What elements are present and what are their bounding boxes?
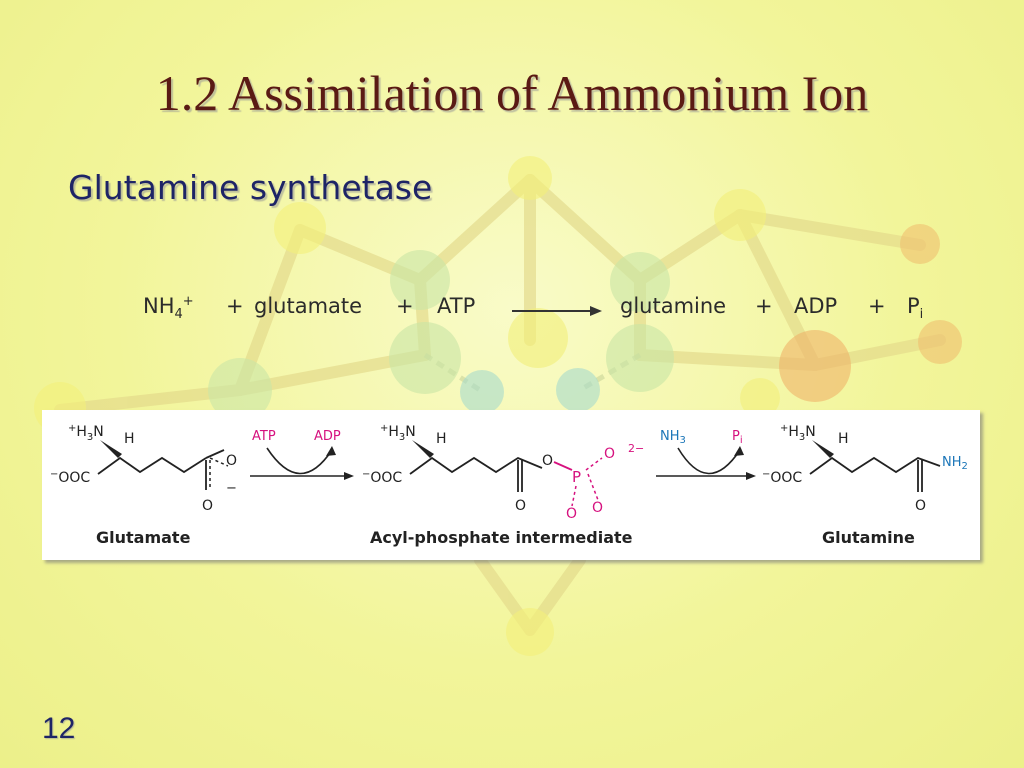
- slide-subtitle: Glutamine synthetase: [68, 168, 433, 207]
- oxygen-label: O: [542, 453, 553, 469]
- oxygen-label: O: [226, 453, 237, 469]
- step1-arrow: ATP ADP: [250, 429, 354, 480]
- h-label: H: [838, 431, 849, 447]
- plus-sign: +: [226, 294, 244, 318]
- ammonia-label: NH3: [660, 429, 686, 446]
- caption-glutamine: Glutamine: [822, 528, 915, 547]
- caption-glutamate: Glutamate: [96, 528, 191, 547]
- co-bond: [205, 449, 225, 459]
- amine-label: +H3N: [68, 423, 104, 443]
- carbon-chain: [409, 456, 543, 475]
- charge-label: 2−: [628, 442, 644, 455]
- charge-label: −: [226, 481, 237, 496]
- wedge-bond: [812, 440, 834, 458]
- oxygen-label: O: [515, 498, 526, 514]
- plus-sign: +: [755, 294, 773, 318]
- atp-label: ATP: [252, 429, 276, 444]
- glutamine-structure: +H3N H −OOC O NH2: [762, 423, 968, 514]
- caption-acyl-phosphate: Acyl-phosphate intermediate: [370, 528, 633, 547]
- reaction-scheme-diagram: +H3N H −OOC O − O ATP ADP +H3N H: [50, 423, 968, 522]
- adp-label: ADP: [314, 429, 341, 444]
- amine-label: +H3N: [780, 423, 816, 443]
- carboxylate-label: −OOC: [362, 469, 402, 486]
- glutamine-term: glutamine: [620, 294, 727, 318]
- ammonium-term: NH4+: [143, 294, 194, 323]
- reaction-arrow: [512, 306, 602, 316]
- carboxylate-label: −OOC: [762, 469, 802, 486]
- carbon-chain: [97, 456, 207, 475]
- plus-sign: +: [868, 294, 886, 318]
- phosphorus-label: P: [572, 468, 581, 486]
- wedge-bond: [412, 440, 434, 458]
- oxygen-label: O: [566, 506, 577, 522]
- plus-sign: +: [396, 294, 414, 318]
- acyl-phosphate-structure: +H3N H −OOC O O P O O O 2−: [362, 423, 644, 522]
- carboxylate-label: −OOC: [50, 469, 90, 486]
- glutamate-term: glutamate: [254, 294, 363, 318]
- h-label: H: [124, 431, 135, 447]
- carbon-chain: [809, 456, 941, 475]
- p-o-bond: [553, 461, 573, 471]
- glutamate-structure: +H3N H −OOC O − O: [50, 423, 237, 514]
- amide-label: NH2: [942, 455, 968, 472]
- oxygen-label: O: [202, 498, 213, 514]
- oxygen-label: O: [592, 500, 603, 516]
- phosphate-label: Pi: [732, 429, 743, 446]
- step2-arrow: NH3 Pi: [656, 429, 756, 480]
- overall-reaction-equation: NH4+ + glutamate + ATP glutamine + ADP +…: [140, 290, 940, 330]
- phosphate-term: Pi: [907, 294, 924, 323]
- slide-title: 1.2 Assimilation of Ammonium Ion: [155, 65, 869, 121]
- wedge-bond: [100, 440, 122, 458]
- amine-label: +H3N: [380, 423, 416, 443]
- page-number: 12: [42, 712, 76, 745]
- reaction-scheme-panel: +H3N H −OOC O − O ATP ADP +H3N H: [42, 410, 980, 560]
- h-label: H: [436, 431, 447, 447]
- oxygen-label: O: [604, 446, 615, 462]
- atp-term: ATP: [437, 294, 476, 318]
- oxygen-label: O: [915, 498, 926, 514]
- adp-term: ADP: [794, 294, 838, 318]
